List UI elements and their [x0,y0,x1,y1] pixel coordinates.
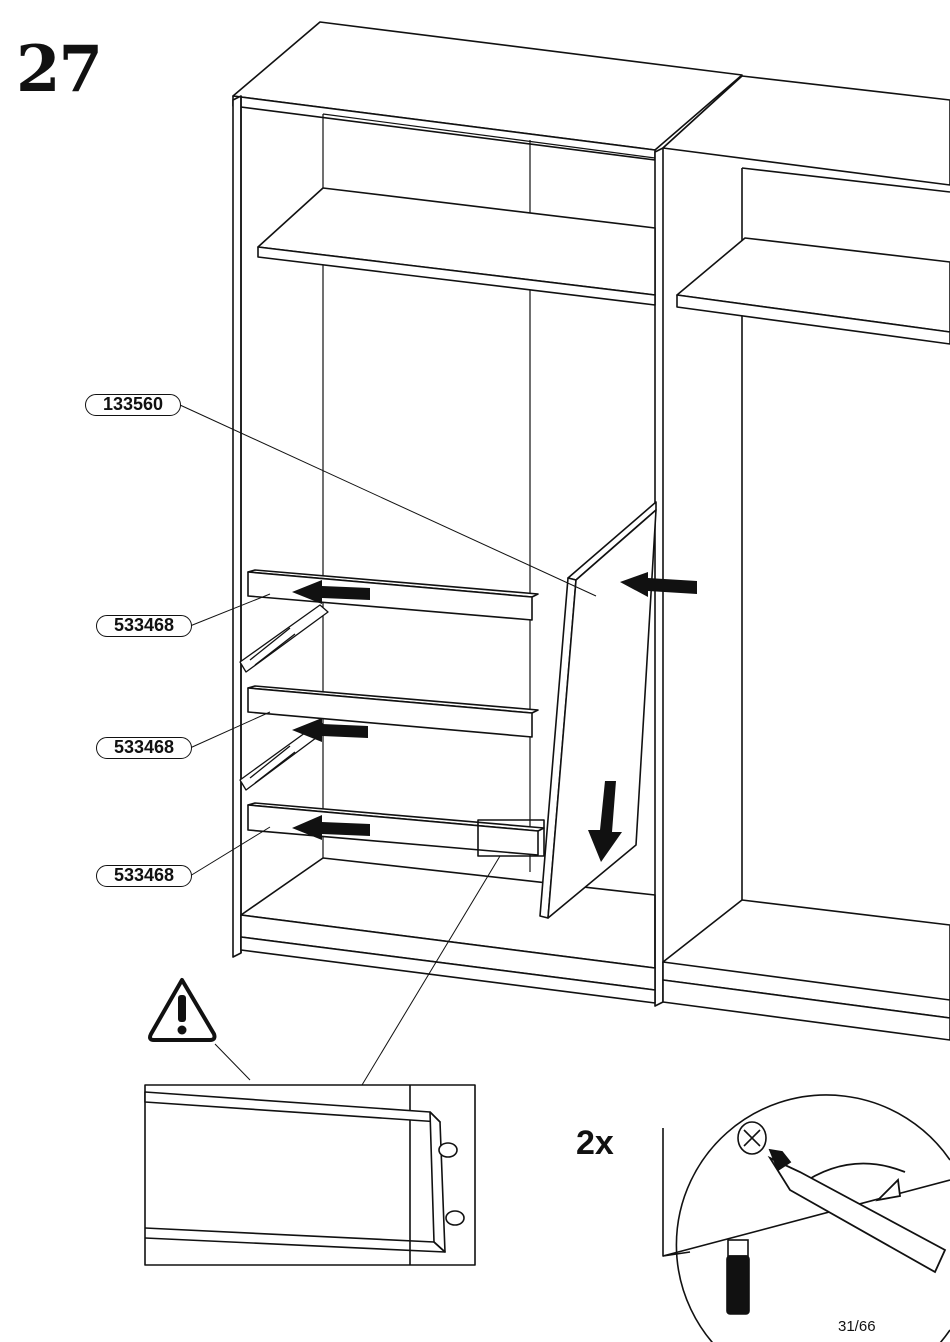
screw-detail-circle [663,1095,950,1342]
warning-triangle-icon [150,980,215,1040]
part-label-533468: 533468 [96,737,192,759]
page-number: 31/66 [838,1318,876,1335]
part-label-133560: 133560 [85,394,181,416]
right-cabinet-top [663,76,950,900]
step-number: 27 [16,38,101,102]
panel-133560 [540,502,656,918]
left-side-panel [233,96,241,957]
right-shelf [677,238,950,344]
left-shelf [258,188,655,305]
detail-inset [145,820,544,1265]
middle-divider [655,76,742,1006]
drawer-front-2 [248,686,538,737]
part-label-533468: 533468 [96,615,192,637]
screw-quantity: 2x [576,1124,614,1163]
part-label-533468: 533468 [96,865,192,887]
drawer-front-1 [248,570,538,620]
drawer-runner-1 [240,605,328,672]
right-cabinet-bottom [663,900,950,1040]
cabinet-top [233,22,742,160]
drawer-front-3 [248,803,544,855]
